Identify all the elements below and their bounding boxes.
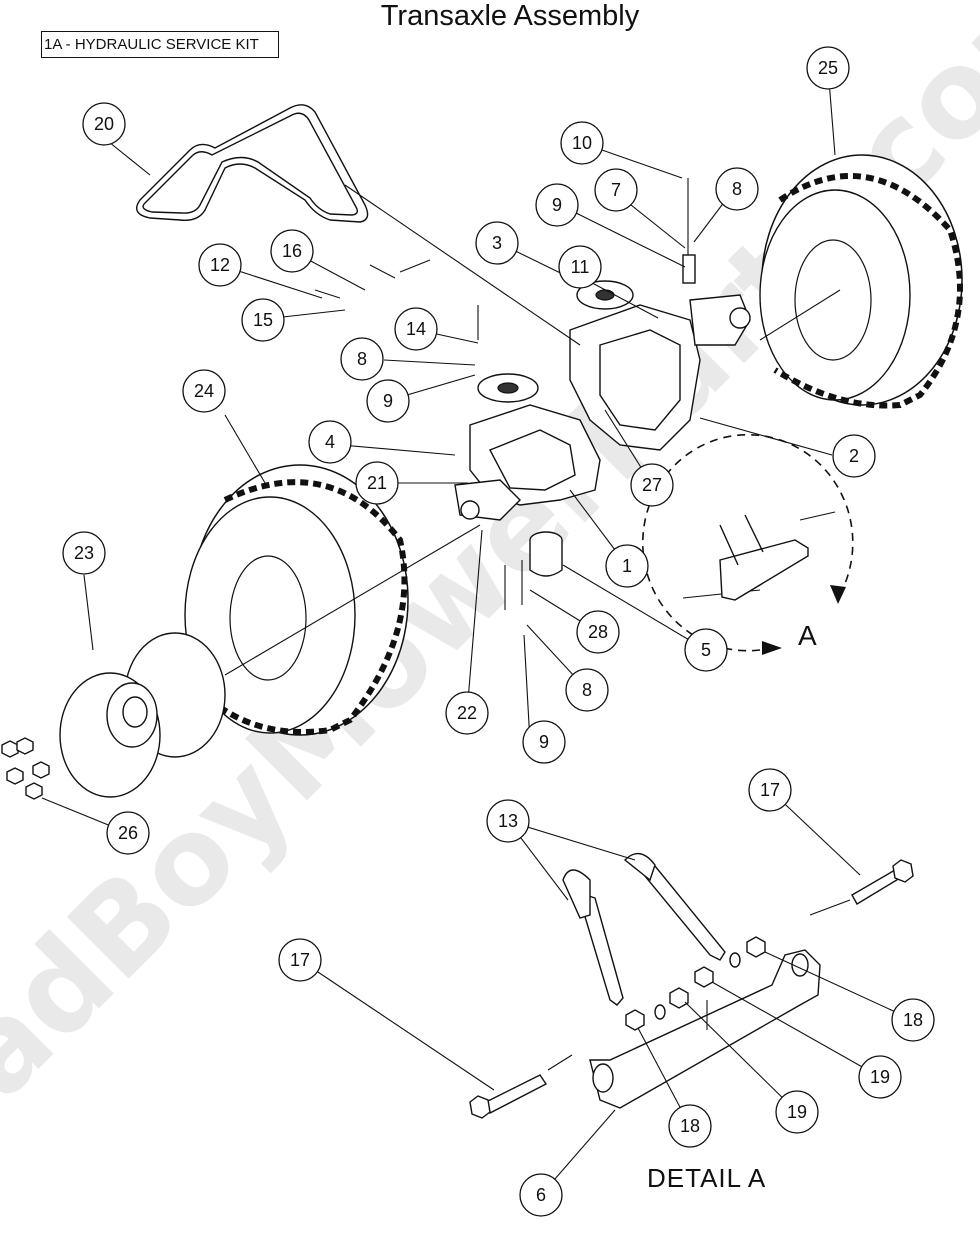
page-title: Transaxle Assembly bbox=[380, 0, 640, 32]
callout-19: 19 bbox=[775, 1090, 819, 1134]
svg-text:24: 24 bbox=[194, 381, 214, 401]
wheel-rim bbox=[59, 632, 226, 798]
svg-text:27: 27 bbox=[642, 475, 662, 495]
svg-text:1: 1 bbox=[622, 556, 632, 576]
svg-text:25: 25 bbox=[818, 58, 838, 78]
callout-6: 6 bbox=[519, 1173, 563, 1217]
callout-18: 18 bbox=[668, 1104, 712, 1148]
detail-a-drawing bbox=[469, 852, 914, 1119]
svg-text:22: 22 bbox=[457, 703, 477, 723]
callout-2: 2 bbox=[832, 434, 876, 478]
callout-1: 1 bbox=[605, 544, 649, 588]
svg-text:3: 3 bbox=[492, 233, 502, 253]
callout-8: 8 bbox=[340, 337, 384, 381]
svg-text:19: 19 bbox=[787, 1102, 807, 1122]
callout-21: 21 bbox=[355, 461, 399, 505]
svg-text:8: 8 bbox=[357, 349, 367, 369]
svg-text:23: 23 bbox=[74, 543, 94, 563]
svg-text:8: 8 bbox=[582, 680, 592, 700]
callout-23: 23 bbox=[62, 531, 106, 575]
right-transaxle bbox=[569, 280, 751, 451]
svg-text:9: 9 bbox=[552, 195, 562, 215]
svg-text:21: 21 bbox=[367, 473, 387, 493]
callout-8: 8 bbox=[715, 167, 759, 211]
svg-text:5: 5 bbox=[701, 640, 711, 660]
svg-text:12: 12 bbox=[210, 255, 230, 275]
callout-4: 4 bbox=[308, 420, 352, 464]
svg-text:26: 26 bbox=[118, 823, 138, 843]
callout-10: 10 bbox=[560, 121, 604, 165]
detail-a-label: DETAIL A bbox=[647, 1163, 767, 1193]
svg-text:17: 17 bbox=[290, 950, 310, 970]
svg-text:13: 13 bbox=[498, 811, 518, 831]
callout-8: 8 bbox=[565, 668, 609, 712]
svg-text:9: 9 bbox=[383, 391, 393, 411]
callout-11: 11 bbox=[558, 245, 602, 289]
svg-text:14: 14 bbox=[406, 319, 426, 339]
callout-15: 15 bbox=[241, 298, 285, 342]
callout-19: 19 bbox=[858, 1055, 902, 1099]
callout-17: 17 bbox=[278, 938, 322, 982]
detail-a-callout bbox=[641, 433, 854, 655]
svg-text:7: 7 bbox=[611, 180, 621, 200]
svg-text:19: 19 bbox=[870, 1067, 890, 1087]
svg-text:28: 28 bbox=[588, 622, 608, 642]
callout-9: 9 bbox=[535, 183, 579, 227]
callout-18: 18 bbox=[891, 998, 935, 1042]
callout-9: 9 bbox=[366, 379, 410, 423]
svg-text:16: 16 bbox=[282, 241, 302, 261]
left-transaxle bbox=[454, 373, 601, 521]
svg-text:18: 18 bbox=[903, 1010, 923, 1030]
hardware-lines bbox=[224, 178, 841, 676]
callout-26: 26 bbox=[106, 811, 150, 855]
service-kit-label: 1A - HYDRAULIC SERVICE KIT bbox=[41, 31, 279, 58]
callout-5: 5 bbox=[684, 628, 728, 672]
svg-text:17: 17 bbox=[760, 780, 780, 800]
callout-20: 20 bbox=[82, 102, 126, 146]
lug-nuts bbox=[1, 737, 50, 800]
callout-13: 13 bbox=[486, 799, 530, 843]
callout-12: 12 bbox=[198, 243, 242, 287]
callouts: 20 12 16 15 14 8 9 24 4 21 23 22 26 3 11… bbox=[62, 46, 935, 1217]
svg-text:6: 6 bbox=[536, 1185, 546, 1205]
leader-lines bbox=[41, 67, 914, 1196]
svg-text:4: 4 bbox=[325, 432, 335, 452]
callout-27: 27 bbox=[630, 463, 674, 507]
callout-28: 28 bbox=[576, 610, 620, 654]
svg-text:18: 18 bbox=[680, 1116, 700, 1136]
svg-text:8: 8 bbox=[732, 179, 742, 199]
callout-17: 17 bbox=[748, 768, 792, 812]
callout-3: 3 bbox=[475, 221, 519, 265]
callout-16: 16 bbox=[270, 229, 314, 273]
callout-24: 24 bbox=[182, 369, 226, 413]
callout-25: 25 bbox=[806, 46, 850, 90]
callout-9: 9 bbox=[522, 720, 566, 764]
callout-22: 22 bbox=[445, 691, 489, 735]
right-tire bbox=[759, 154, 963, 409]
svg-text:11: 11 bbox=[571, 257, 590, 277]
detail-a-letter: A bbox=[798, 620, 817, 651]
svg-text:2: 2 bbox=[849, 446, 859, 466]
oil-filter bbox=[529, 531, 563, 577]
callout-14: 14 bbox=[394, 307, 438, 351]
svg-text:9: 9 bbox=[539, 732, 549, 752]
svg-text:20: 20 bbox=[94, 114, 114, 134]
svg-text:15: 15 bbox=[253, 310, 273, 330]
callout-7: 7 bbox=[594, 168, 638, 212]
svg-text:10: 10 bbox=[572, 133, 592, 153]
drive-belt bbox=[136, 104, 369, 223]
